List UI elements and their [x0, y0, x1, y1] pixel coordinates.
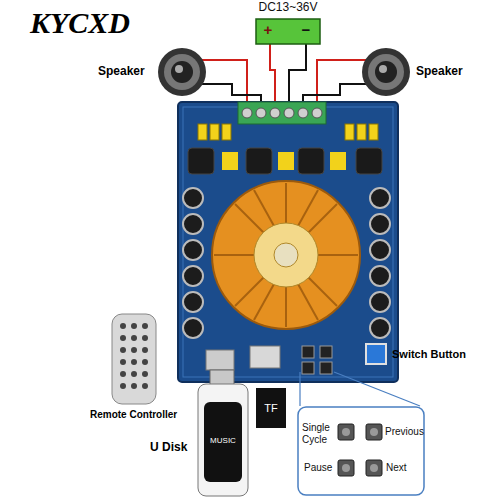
disk-label: U Disk	[150, 440, 187, 454]
plus-sign: +	[260, 21, 276, 38]
card-text: TF	[256, 402, 286, 415]
voltage-label: DC13~36V	[240, 1, 336, 15]
button-panel: Single Cycle PreviousPause Next	[298, 407, 424, 495]
button-label: Pause	[304, 462, 338, 474]
minus-sign: −	[298, 21, 314, 38]
battery-box: DC13~36V + −	[240, 1, 336, 45]
brand-logo: KYCXD	[30, 6, 130, 40]
switch-label: Switch Button	[392, 348, 466, 360]
tf-card: TF	[256, 388, 286, 428]
speaker-label: Speaker	[416, 64, 463, 78]
button-label: Previous	[385, 426, 423, 438]
usb-disk: MUSIC	[204, 402, 242, 482]
button-label: Next	[386, 462, 422, 474]
button-label: Single Cycle	[302, 422, 336, 445]
remote-label: Remote Controller	[90, 409, 177, 420]
speaker-label: Speaker	[98, 64, 145, 78]
disk-text: MUSIC	[204, 436, 242, 445]
